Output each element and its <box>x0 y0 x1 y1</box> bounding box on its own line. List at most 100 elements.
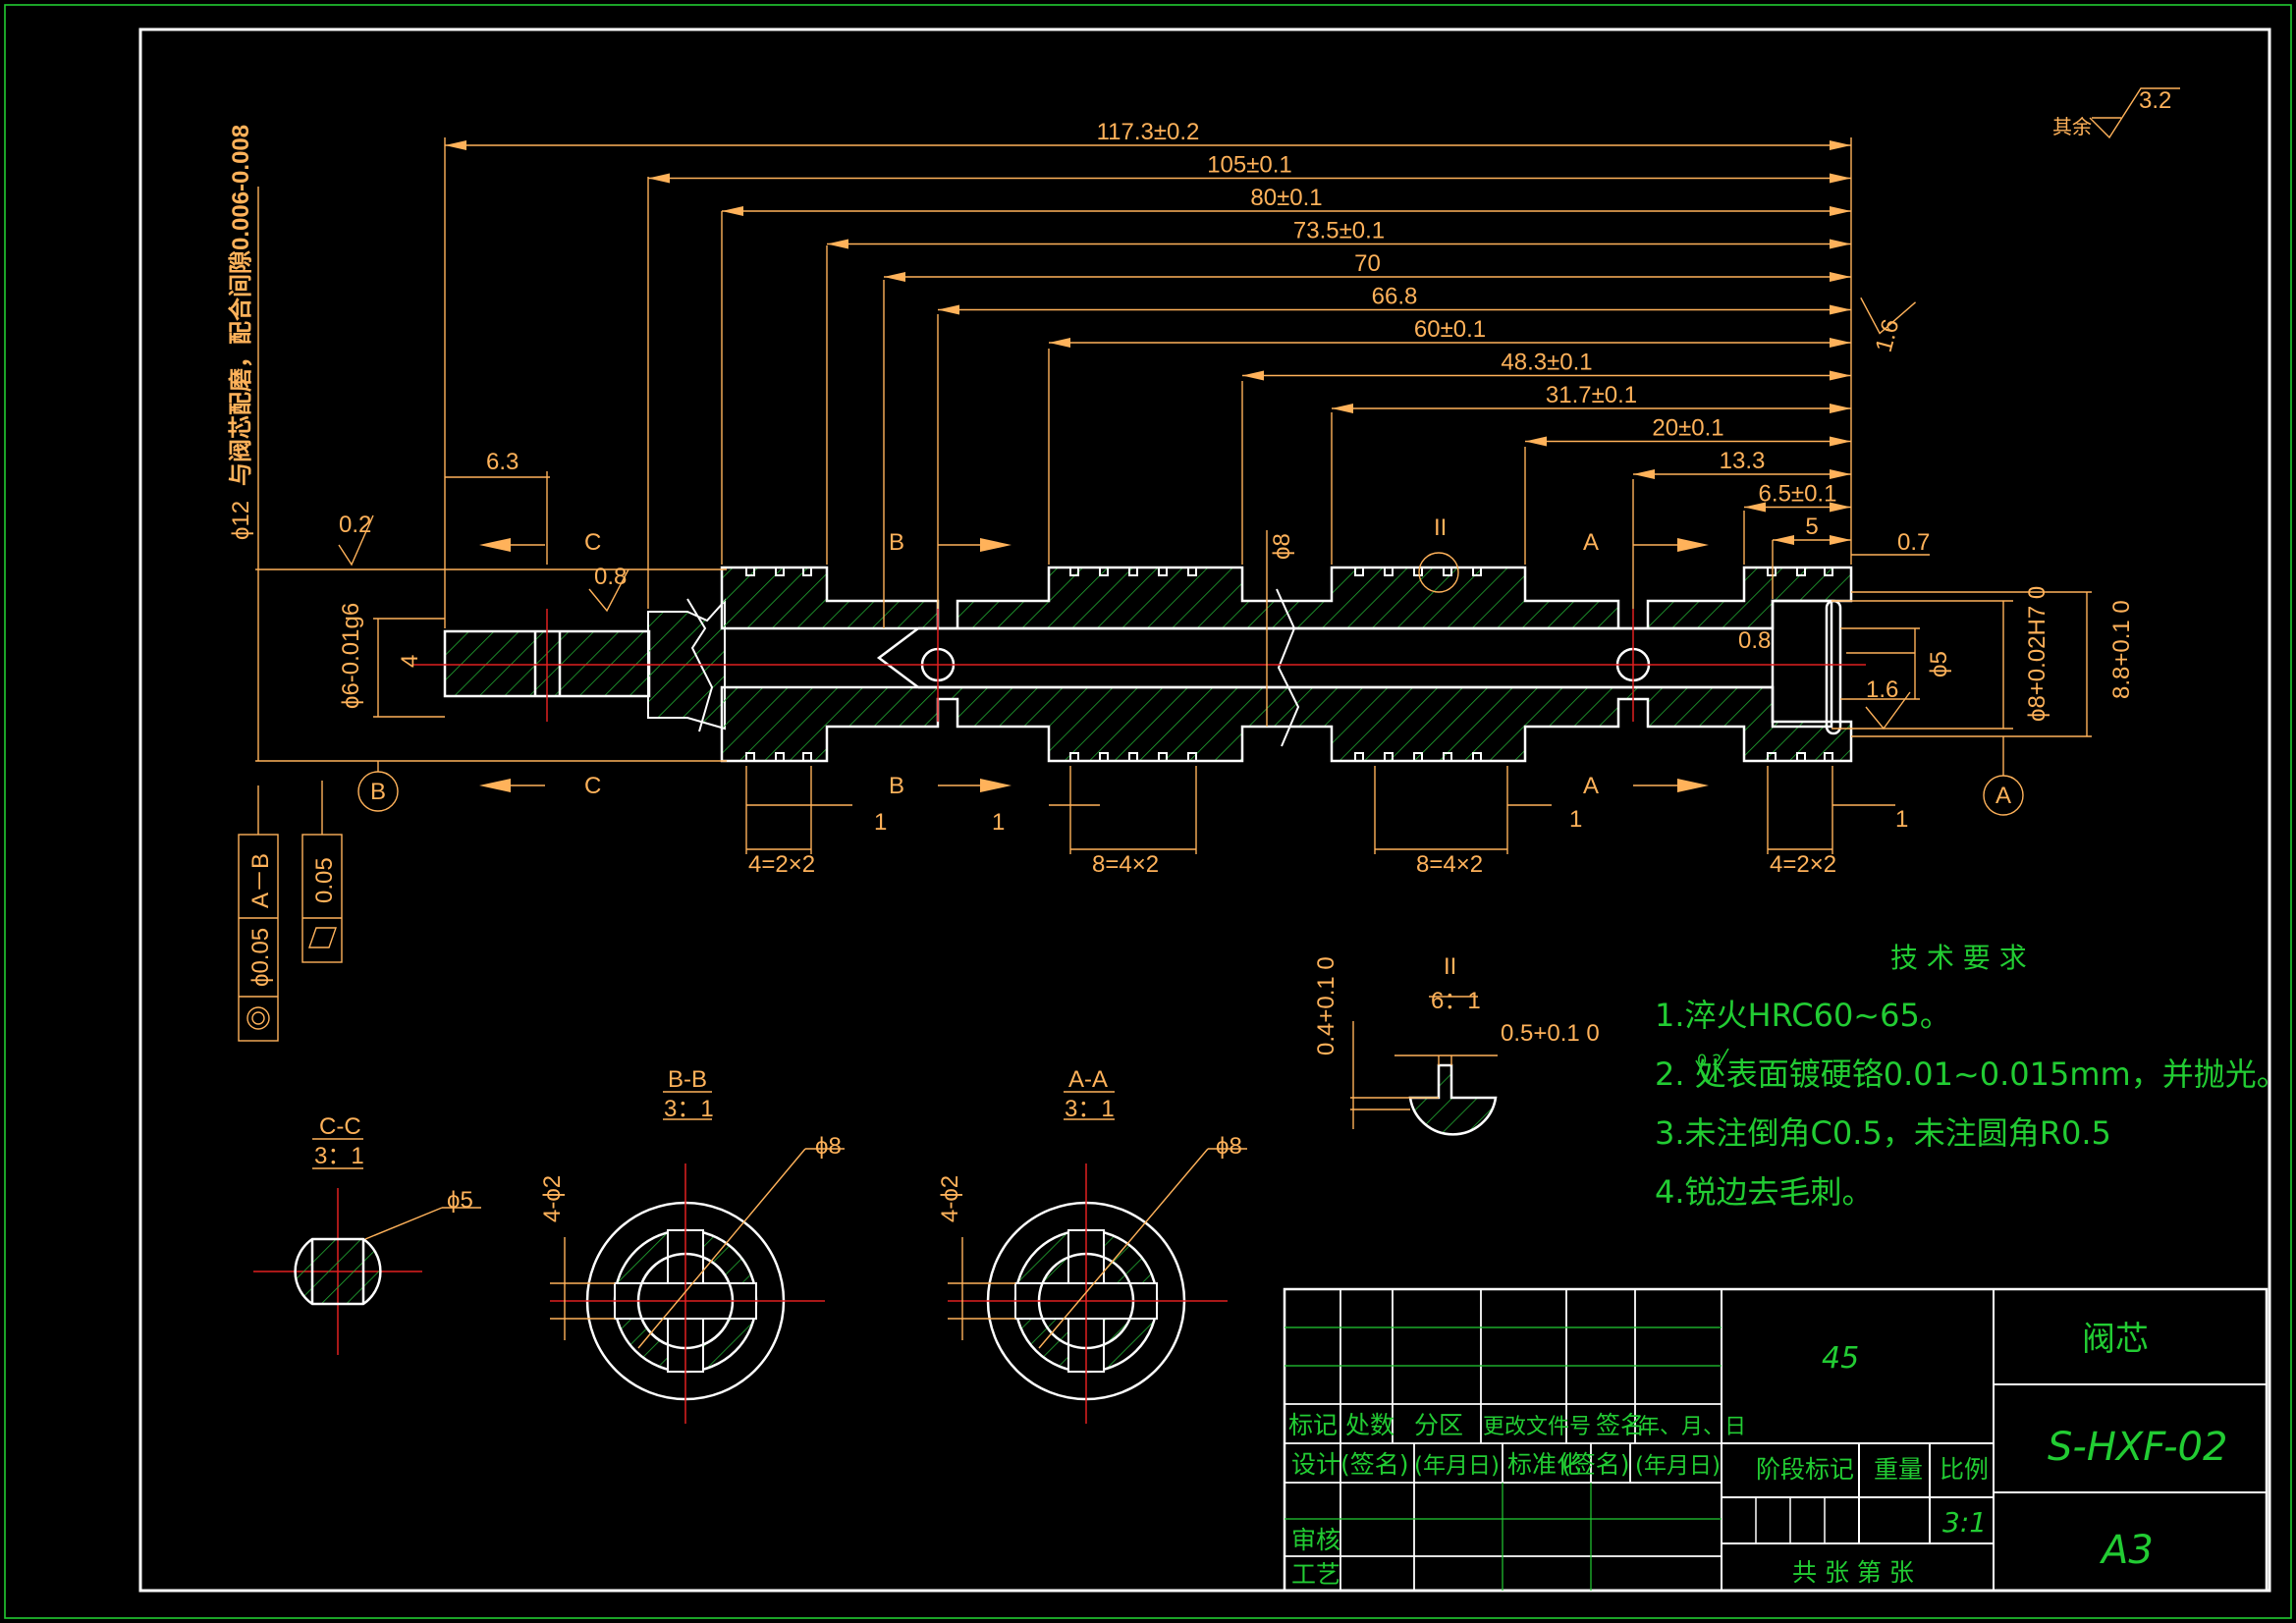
tb-row2-sign: (签名) <box>1340 1450 1409 1479</box>
section-label-b-bottom: B <box>889 773 904 799</box>
length-dim-arrow-right <box>1830 173 1851 184</box>
dim-0.2: 0.2 <box>339 512 371 538</box>
length-dim-arrow-left <box>648 173 670 184</box>
tb-row1-date: 年、月、日 <box>1638 1415 1746 1439</box>
tb-row1-zone: 分区 <box>1414 1411 1463 1439</box>
tb-row2-date: (年月日) <box>1414 1453 1500 1479</box>
tb-row2-std: 标准化 <box>1507 1450 1581 1479</box>
fit-phi8-h7: ϕ8+0.02H7 0 <box>2024 586 2050 722</box>
inner-frame <box>138 27 2271 1593</box>
roughness-rest-label: 其余 <box>2052 116 2092 138</box>
shaft-main-view <box>412 566 1866 763</box>
length-dim-arrow-right <box>1830 338 1851 348</box>
tb-material: 45 <box>1822 1341 1859 1376</box>
detail-scale: 6：1 <box>1431 988 1481 1014</box>
length-dim-arrow-left <box>722 206 743 216</box>
detail-title: II <box>1444 953 1456 980</box>
section-label-b-top: B <box>889 529 904 556</box>
section-aa-title: A-A <box>1068 1066 1108 1093</box>
tb-scale-value: 3:1 <box>1942 1506 1987 1539</box>
section-aa-scale: 3：1 <box>1065 1096 1115 1122</box>
shaft-lower-wall <box>720 685 1853 763</box>
dim-6.3: 6.3 <box>486 449 519 475</box>
length-dim-arrow-left <box>938 304 959 315</box>
length-dim-label: 20±0.1 <box>1652 415 1723 442</box>
length-dim-arrow-left <box>1633 469 1655 479</box>
tech-req-item-1: 1.淬火HRC60~65。 <box>1655 997 1951 1034</box>
tol-coax-value: ϕ0.05 <box>247 928 274 987</box>
tech-req-item-2: 2. 处表面镀硬铬0.01~0.015mm，并抛光。 <box>1655 1055 2288 1093</box>
length-dim-label: 66.8 <box>1372 284 1418 310</box>
length-dim-arrow-left <box>884 272 905 282</box>
tech-req-item-4: 4.锐边去毛刺。 <box>1655 1173 1874 1211</box>
section-bb-scale: 3：1 <box>664 1096 714 1122</box>
section-cc-scale: 3：1 <box>314 1143 364 1169</box>
section-cc-title: C-C <box>319 1113 361 1140</box>
length-dim-arrow-left <box>1049 338 1070 348</box>
dim-0.8-bore: 0.8 <box>1738 627 1771 654</box>
section-b-b <box>550 1091 845 1424</box>
dim-1.6-right: 1.6 <box>1871 316 1905 354</box>
length-dim-label: 70 <box>1354 250 1381 277</box>
dim-phi8-main: ϕ8 <box>1269 533 1295 560</box>
grooves-mid-left: 8=4×2 <box>1092 851 1159 878</box>
roughness-rest-value: 3.2 <box>2139 87 2171 114</box>
grooves-mid-right: 8=4×2 <box>1416 851 1483 878</box>
section-label-c-top: C <box>584 529 601 556</box>
length-dim-label: 6.5±0.1 <box>1759 481 1837 508</box>
length-dim-label: 105±0.1 <box>1207 152 1292 179</box>
section-bb-side: 4-ϕ2 <box>539 1175 566 1222</box>
tech-req-item-2-symbol: 0.2 <box>1697 1051 1722 1069</box>
length-dim-label: 117.3±0.2 <box>1097 119 1200 145</box>
dim-1-a: 1 <box>874 809 887 836</box>
grooves-right: 4=2×2 <box>1770 851 1836 878</box>
shaft-upper-wall <box>720 566 1853 630</box>
tb-process: 工艺 <box>1291 1560 1340 1589</box>
dim-phi12: ϕ12 <box>228 501 254 540</box>
gap-note: 与阀芯配磨，配合间隙0.006-0.008 <box>227 125 254 486</box>
section-aa-dim: ϕ8 <box>1216 1133 1242 1160</box>
length-dim-arrow-right <box>1830 535 1851 545</box>
length-dim-label: 60±0.1 <box>1414 316 1486 343</box>
length-dim-arrow-left <box>1332 404 1353 413</box>
tb-stage: 阶段标记 <box>1756 1455 1854 1484</box>
tb-row1-sign: 签名 <box>1596 1411 1645 1439</box>
length-dim-arrow-right <box>1830 304 1851 315</box>
tb-part-name: 阀芯 <box>2082 1320 2149 1359</box>
length-dim-arrow-right <box>1830 239 1851 249</box>
length-dim-label: 5 <box>1805 514 1818 540</box>
datum-b: B <box>370 779 386 805</box>
length-dim-arrow-right <box>1830 436 1851 447</box>
dim-1-d: 1 <box>1895 806 1908 833</box>
tb-row1-count: 处数 <box>1345 1411 1394 1439</box>
length-dim-arrow-left <box>1773 535 1794 545</box>
length-dim-arrow-right <box>1830 272 1851 282</box>
length-dim-arrow-right <box>1830 140 1851 150</box>
tb-drawing-no: S-HXF-02 <box>2048 1425 2227 1470</box>
length-dim-arrow-right <box>1830 502 1851 513</box>
section-cc-dim: ϕ5 <box>447 1187 473 1214</box>
tol-cyl-value: 0.05 <box>311 857 338 903</box>
section-arrows <box>479 538 1709 792</box>
dim-phi5: ϕ5 <box>1926 651 1952 677</box>
tb-row2-date2: (年月日) <box>1635 1453 1721 1479</box>
section-a-a <box>948 1091 1247 1424</box>
datum-a: A <box>1995 783 2011 809</box>
tb-row1-docno: 更改文件号 <box>1483 1415 1591 1439</box>
length-dim-label: 48.3±0.1 <box>1501 350 1592 376</box>
length-dimensions: 117.3±0.2105±0.180±0.173.5±0.17066.860±0… <box>445 119 1851 545</box>
section-label-ii: II <box>1434 514 1447 541</box>
length-dim-arrow-left <box>1744 502 1766 513</box>
misc-dimension-lines <box>255 187 2092 854</box>
section-label-c-bottom: C <box>584 773 601 799</box>
tb-weight: 重量 <box>1874 1455 1923 1484</box>
length-dim-arrow-left <box>445 140 466 150</box>
length-dim-label: 31.7±0.1 <box>1546 382 1637 408</box>
fit-8.8: 8.8+0.1 0 <box>2108 600 2135 699</box>
length-dim-arrow-left <box>1525 436 1547 447</box>
dim-1-c: 1 <box>1569 806 1582 833</box>
tb-sheets: 共 张 第 张 <box>1792 1558 1914 1587</box>
detail-ii <box>1350 996 1498 1136</box>
roughness-symbols <box>338 87 2180 730</box>
